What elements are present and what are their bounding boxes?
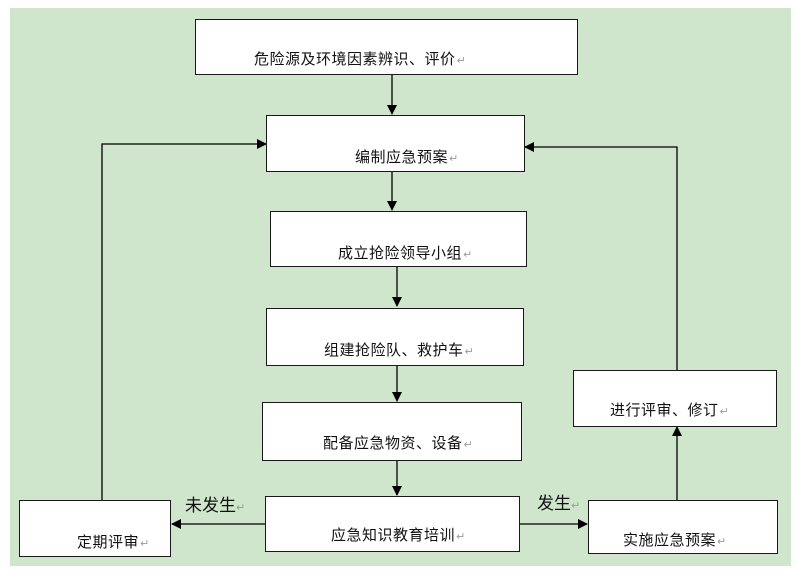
- diagram-canvas: [10, 8, 791, 566]
- squad-box: 组建抢险队、救护车↵: [266, 308, 524, 366]
- identify-box: 危险源及环境因素辨识、评价↵: [195, 19, 578, 75]
- equip-box: 配备应急物资、设备↵: [262, 402, 522, 461]
- paragraph-mark: ↵: [140, 537, 150, 550]
- paragraph-mark: ↵: [719, 405, 730, 418]
- edge-label-not-occurred: 未发生↵: [185, 491, 245, 516]
- review-box: 定期评审↵: [19, 500, 171, 557]
- implement-label: 实施应急预案: [623, 531, 717, 549]
- team-box: 成立抢险领导小组↵: [270, 211, 527, 267]
- paragraph-mark: ↵: [449, 152, 459, 165]
- compile-box: 编制应急预案↵: [266, 115, 525, 172]
- occurred-label: 发生: [537, 494, 571, 514]
- revise-box: 进行评审、修订↵: [573, 370, 777, 427]
- paragraph-mark: ↵: [456, 54, 467, 67]
- paragraph-mark: ↵: [717, 535, 727, 548]
- review-label: 定期评审: [77, 533, 140, 551]
- paragraph-mark: ↵: [236, 501, 246, 514]
- not-occurred-label: 未发生: [185, 496, 236, 516]
- equip-label: 配备应急物资、设备: [323, 434, 463, 452]
- squad-label: 组建抢险队、救护车: [324, 341, 464, 359]
- revise-label: 进行评审、修订: [610, 401, 719, 419]
- paragraph-mark: ↵: [463, 248, 473, 261]
- training-box: 应急知识教育培训↵: [265, 496, 520, 552]
- paragraph-mark: ↵: [571, 499, 581, 512]
- team-label: 成立抢险领导小组: [338, 244, 463, 262]
- paragraph-mark: ↵: [463, 438, 474, 451]
- arrow-review-to-compile: [101, 139, 267, 500]
- training-label: 应急知识教育培训: [331, 526, 456, 544]
- paragraph-mark: ↵: [456, 530, 466, 543]
- arrow-revise-to-compile: [524, 142, 678, 370]
- paragraph-mark: ↵: [464, 345, 475, 358]
- identify-label: 危险源及环境因素辨识、评价: [254, 50, 456, 68]
- edge-label-occurred: 发生↵: [537, 489, 580, 514]
- compile-label: 编制应急预案: [355, 148, 449, 166]
- implement-box: 实施应急预案↵: [588, 500, 778, 554]
